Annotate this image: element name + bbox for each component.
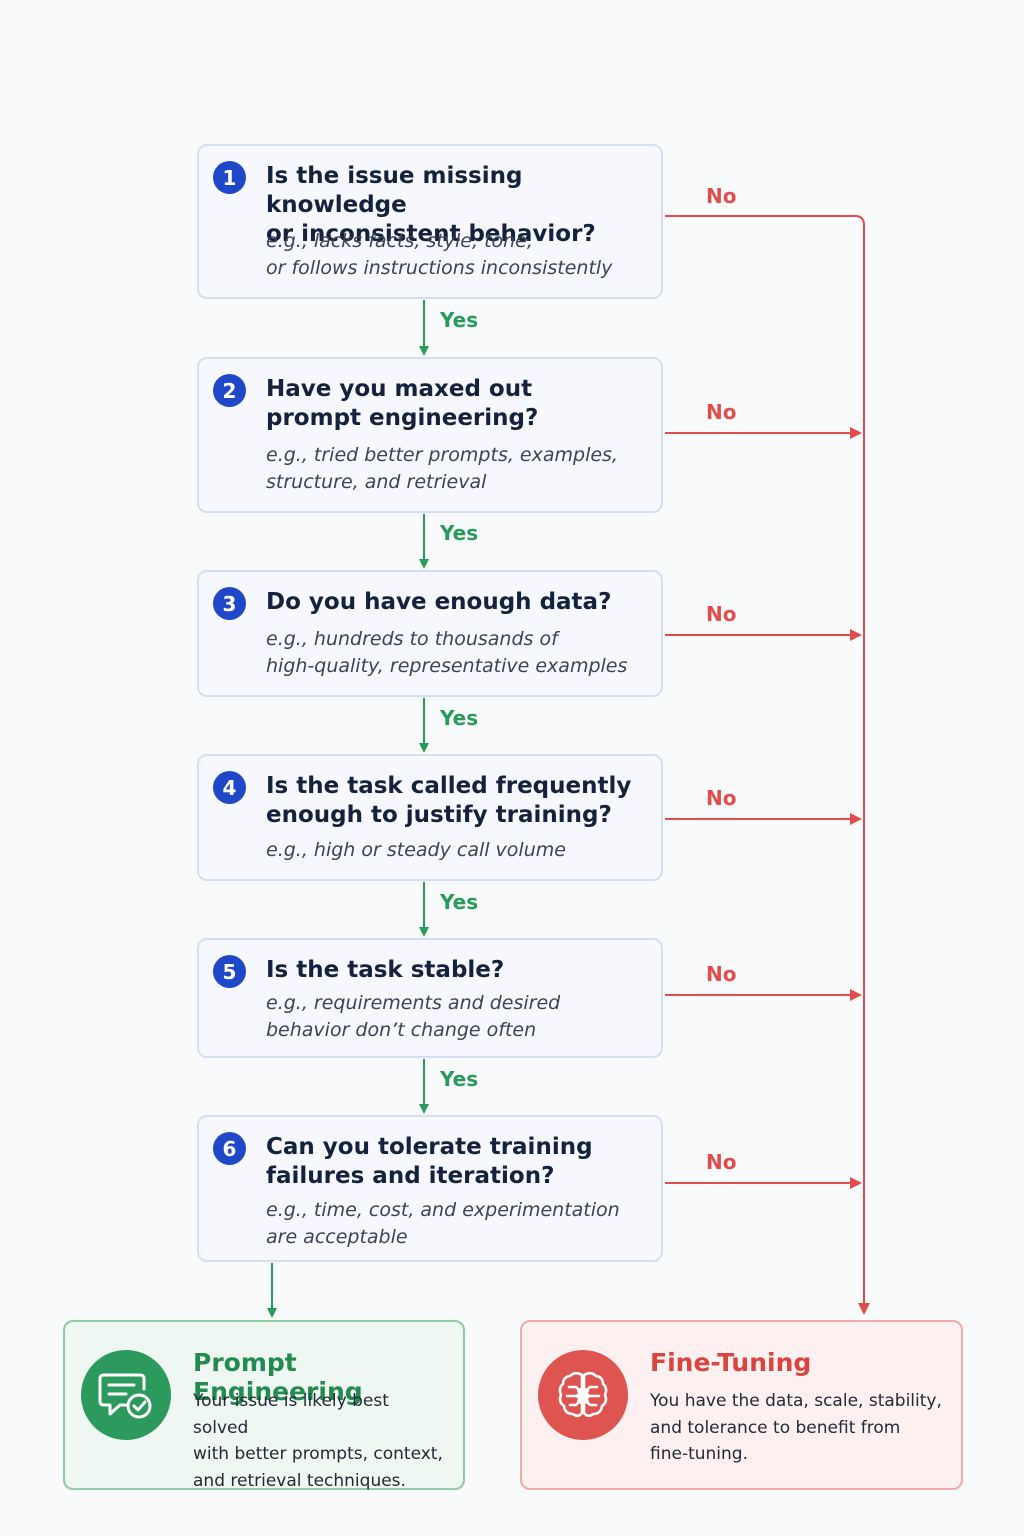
question-example: e.g., tried better prompts, examples, st…	[266, 444, 618, 493]
yes-label-2: Yes	[440, 521, 479, 545]
question-example: e.g., high or steady call volume	[266, 839, 566, 861]
yes-label-1: Yes	[440, 308, 479, 332]
no-label-6: No	[706, 1150, 737, 1174]
yes-label-4: Yes	[440, 890, 479, 914]
question-box-5: 5 Is the task stable? e.g., requirements…	[197, 938, 663, 1058]
step-number-badge: 4	[213, 771, 246, 804]
question-box-2: 2 Have you maxed out prompt engineering?…	[197, 357, 663, 513]
step-number-badge: 3	[213, 587, 246, 620]
outcome-fine-tuning: Fine-Tuning You have the data, scale, st…	[520, 1320, 963, 1490]
yes-label-5: Yes	[440, 1067, 479, 1091]
question-box-3: 3 Do you have enough data? e.g., hundred…	[197, 570, 663, 697]
no-label-1: No	[706, 184, 737, 208]
step-number-badge: 2	[213, 374, 246, 407]
question-title: Is the task stable?	[266, 957, 505, 983]
step-number-badge: 5	[213, 955, 246, 988]
question-example: e.g., lacks facts, style, tone, or follo…	[266, 230, 613, 279]
question-example: e.g., requirements and desired behavior …	[266, 992, 561, 1041]
brain-circuit-icon	[538, 1350, 628, 1440]
outcome-description: Your issue is likely best solved with be…	[193, 1391, 443, 1491]
question-example: e.g., time, cost, and experimentation ar…	[266, 1199, 620, 1248]
step-number-badge: 6	[213, 1132, 246, 1165]
step-number-badge: 1	[213, 161, 246, 194]
no-connector-1	[665, 215, 870, 1315]
question-title: Is the issue missing knowledge or incons…	[266, 163, 596, 247]
chat-check-icon	[81, 1350, 171, 1440]
question-title: Do you have enough data?	[266, 589, 612, 615]
question-title: Is the task called frequently enough to …	[266, 773, 632, 828]
no-label-4: No	[706, 786, 737, 810]
outcome-prompt-engineering: Prompt Engineering Your issue is likely …	[63, 1320, 465, 1491]
question-box-4: 4 Is the task called frequently enough t…	[197, 754, 663, 881]
question-title: Have you maxed out prompt engineering?	[266, 376, 539, 431]
no-label-5: No	[706, 962, 737, 986]
no-label-3: No	[706, 602, 737, 626]
question-box-1: 1 Is the issue missing knowledge or inco…	[197, 144, 663, 299]
question-example: e.g., hundreds to thousands of high-qual…	[266, 628, 628, 677]
no-label-2: No	[706, 400, 737, 424]
question-box-6: 6 Can you tolerate training failures and…	[197, 1115, 663, 1262]
outcome-title: Prompt Engineering	[193, 1348, 363, 1406]
question-title: Can you tolerate training failures and i…	[266, 1134, 593, 1189]
yes-label-3: Yes	[440, 706, 479, 730]
outcome-title: Fine-Tuning	[650, 1348, 812, 1377]
outcome-description: You have the data, scale, stability, and…	[650, 1391, 942, 1464]
